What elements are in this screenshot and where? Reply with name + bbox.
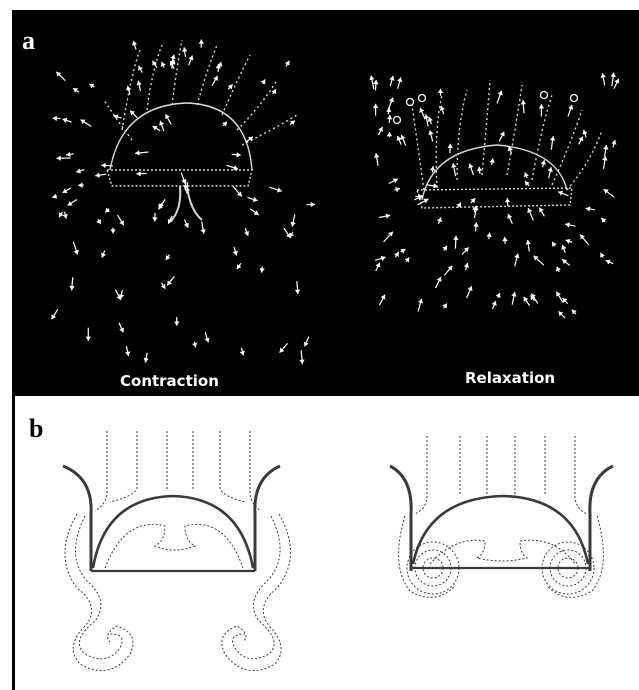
flow-arrowhead [373,104,378,108]
flow-arrowhead [311,202,315,207]
flow-arrowhead [611,73,616,78]
flow-arrows [52,39,620,363]
flow-arrowhead [200,229,205,234]
flow-arrowhead [290,222,295,227]
panel-a-letter: a [22,28,35,54]
flow-arrowhead [78,182,82,187]
flow-arrowhead [170,55,175,60]
flow-arrowhead [105,208,110,213]
flow-arrowhead [63,214,68,219]
flow-arrowhead [526,240,531,245]
panel-b-letter: b [29,416,43,442]
flow-arrowhead [135,150,139,155]
flow-arrowhead [260,268,265,273]
flow-arrowhead [387,132,392,136]
relaxation-label: Relaxation [465,369,555,387]
flow-arrowhead [502,237,507,241]
flow-arrowhead [387,115,392,119]
panel-a-drawing [12,10,639,396]
flow-arrowhead [101,163,105,168]
flow-arrowhead [521,100,526,104]
flow-arrowhead [601,73,606,78]
panel-b: b [12,396,639,690]
flow-arrowhead [389,76,394,81]
flow-arrowhead [125,351,130,356]
flow-arrowhead [447,144,452,148]
flow-arrowhead [438,89,443,93]
flow-arrowhead [541,160,546,165]
panel-b-drawing [15,396,639,690]
flow-arrowhead [110,229,115,233]
flow-arrowhead [299,359,304,363]
flow-arrowhead [473,222,478,227]
flow-arrowhead [53,116,57,121]
contraction-label: Contraction [120,372,219,390]
flow-arrowhead [548,167,553,172]
flow-arrowhead [192,343,197,348]
flow-arrowhead [174,322,179,326]
flow-arrowhead [137,81,142,86]
flow-arrowhead [489,158,494,163]
flow-arrowhead [240,351,245,356]
flow-arrowhead [451,163,456,168]
flow-arrowhead [386,213,391,218]
panel-a: a Contraction Relaxation [12,10,639,396]
flow-arrowhead [464,263,469,268]
flow-arrowhead [550,136,555,141]
flow-arrowhead [601,218,606,223]
schematic-relaxation [390,436,613,597]
jellyfish-contraction [104,40,297,222]
bubble-markers [394,92,578,124]
flow-arrowhead [254,210,259,215]
flow-arrowhead [514,254,519,259]
flow-arrowhead [369,76,374,81]
flow-arrowhead [565,222,570,227]
flow-arrowhead [69,286,74,290]
flow-arrowhead [222,122,227,127]
flow-arrowhead [199,39,204,43]
flow-arrowhead [136,171,140,176]
flow-arrowhead [405,258,410,263]
flow-arrowhead [428,130,433,135]
flow-arrowhead [430,166,435,171]
flow-arrowhead [152,217,157,221]
flow-arrowhead [397,77,402,82]
flow-arrowhead [144,358,149,363]
flow-arrowhead [505,198,510,202]
flow-arrowhead [57,155,61,160]
flow-arrowhead [486,233,491,238]
flow-arrowhead [86,337,91,341]
flow-arrowhead [539,104,544,108]
jellyfish-relaxation [412,80,602,208]
flow-arrowhead [373,80,378,84]
flow-arrowhead [453,236,458,240]
flow-arrowhead [511,292,516,297]
flow-arrowhead [295,290,300,294]
flow-arrowhead [236,152,240,157]
schematic-contraction [63,431,291,671]
flow-arrowhead [418,299,423,304]
